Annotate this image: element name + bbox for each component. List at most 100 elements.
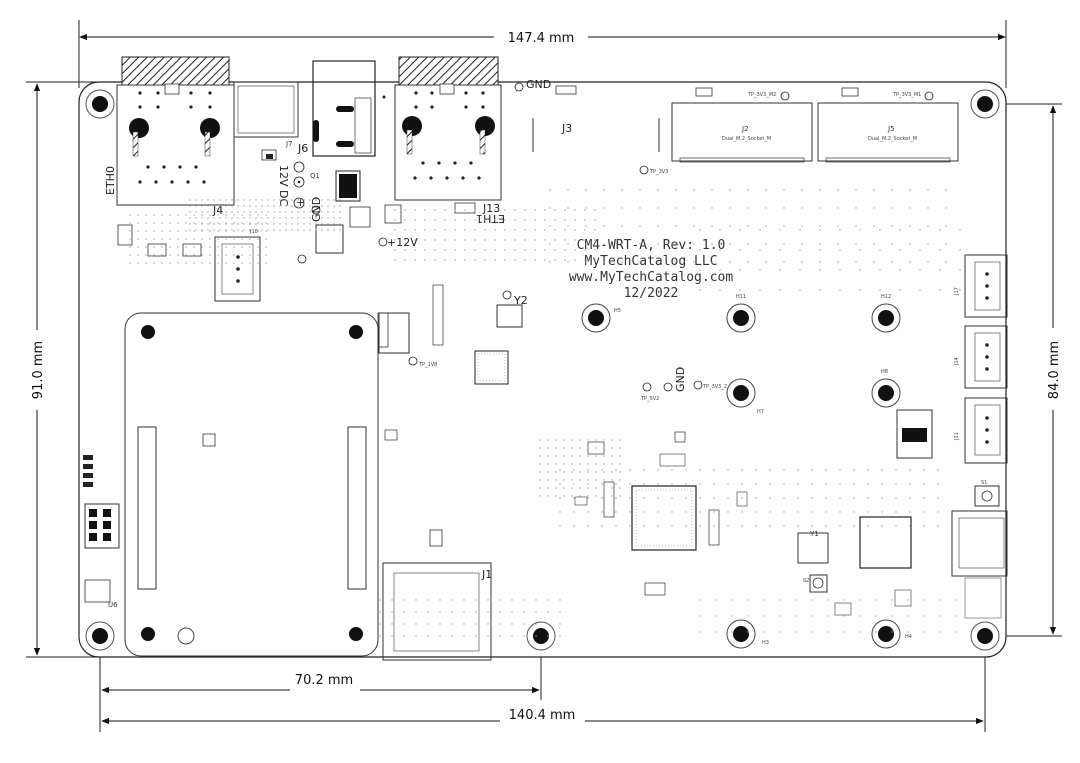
via-dot xyxy=(571,479,573,481)
via-dot xyxy=(959,289,961,291)
via-dot xyxy=(414,259,416,261)
via-dot xyxy=(827,615,829,617)
via-dot xyxy=(859,631,861,633)
via-dot xyxy=(811,497,813,499)
via-dot xyxy=(535,635,537,637)
via-dot xyxy=(549,189,551,191)
via-dot xyxy=(554,229,556,231)
via-dot xyxy=(137,262,139,264)
via-dot xyxy=(291,229,293,231)
via-dot xyxy=(657,497,659,499)
via-dot xyxy=(671,483,673,485)
via-dot xyxy=(539,487,541,489)
via-dot xyxy=(801,225,803,227)
via-dot xyxy=(554,249,556,251)
via-dot xyxy=(434,209,436,211)
via-dot xyxy=(267,217,269,219)
via-dot xyxy=(161,246,163,248)
via-dot xyxy=(451,623,453,625)
via-dot xyxy=(779,229,781,231)
via-dot xyxy=(464,229,466,231)
via-dot xyxy=(765,261,767,263)
via-dot xyxy=(797,511,799,513)
via-dot xyxy=(555,447,557,449)
via-dot xyxy=(587,487,589,489)
via-dot xyxy=(747,225,749,227)
via-dot xyxy=(475,623,477,625)
via-dot xyxy=(404,219,406,221)
via-dot xyxy=(547,471,549,473)
via-dot xyxy=(909,511,911,513)
via-dot xyxy=(559,611,561,613)
via-dot xyxy=(261,211,263,213)
via-dot xyxy=(715,631,717,633)
via-dot xyxy=(559,483,561,485)
via-dot xyxy=(237,223,239,225)
via-dot xyxy=(587,455,589,457)
via-dot xyxy=(444,249,446,251)
via-dot xyxy=(759,269,761,271)
via-dot xyxy=(879,249,881,251)
board-outline xyxy=(78,81,1007,658)
via-dot xyxy=(267,211,269,213)
via-dot xyxy=(464,209,466,211)
via-dot xyxy=(189,229,191,231)
via-dot xyxy=(827,599,829,601)
via-dot xyxy=(765,243,767,245)
via-dot xyxy=(811,511,813,513)
via-dot xyxy=(567,207,569,209)
board-info-line3: www.MyTechCatalog.com xyxy=(569,270,734,285)
via-dot xyxy=(534,249,536,251)
via-dot xyxy=(315,229,317,231)
via-dot xyxy=(729,243,731,245)
via-dot xyxy=(394,239,396,241)
via-dot xyxy=(177,262,179,264)
via-dot xyxy=(169,238,171,240)
mounting-hole-br xyxy=(970,621,1000,651)
via-dot xyxy=(939,229,941,231)
via-dot xyxy=(129,254,131,256)
via-dot xyxy=(333,229,335,231)
via-dot xyxy=(547,439,549,441)
via-dot xyxy=(959,249,961,251)
via-dot xyxy=(145,230,147,232)
via-dot xyxy=(899,269,901,271)
via-dot xyxy=(837,243,839,245)
via-dot xyxy=(291,199,293,201)
via-dot xyxy=(129,222,131,224)
via-dot xyxy=(629,511,631,513)
via-dot xyxy=(657,483,659,485)
via-dot xyxy=(161,230,163,232)
via-dot xyxy=(394,249,396,251)
via-dot xyxy=(291,223,293,225)
via-dot xyxy=(249,230,251,232)
via-dot xyxy=(474,219,476,221)
via-dot xyxy=(544,219,546,221)
via-dot xyxy=(855,189,857,191)
via-dot xyxy=(795,599,797,601)
board-info-line4: 12/2022 xyxy=(624,286,679,301)
svg-text:H7: H7 xyxy=(757,409,764,415)
via-dot xyxy=(185,246,187,248)
via-dot xyxy=(611,495,613,497)
via-dot xyxy=(741,469,743,471)
via-dot xyxy=(765,207,767,209)
via-dot xyxy=(719,269,721,271)
via-dot xyxy=(161,238,163,240)
via-dot xyxy=(464,239,466,241)
via-dot xyxy=(699,497,701,499)
via-dot xyxy=(615,469,617,471)
via-dot xyxy=(611,479,613,481)
via-dot xyxy=(539,495,541,497)
via-dot xyxy=(919,289,921,291)
via-dot xyxy=(873,207,875,209)
via-dot xyxy=(579,479,581,481)
via-dot xyxy=(201,262,203,264)
via-dot xyxy=(514,209,516,211)
svg-text:Y2: Y2 xyxy=(513,294,528,307)
via-dot xyxy=(783,525,785,527)
via-dot xyxy=(579,439,581,441)
via-dot xyxy=(207,211,209,213)
via-dot xyxy=(639,243,641,245)
via-dot xyxy=(484,229,486,231)
